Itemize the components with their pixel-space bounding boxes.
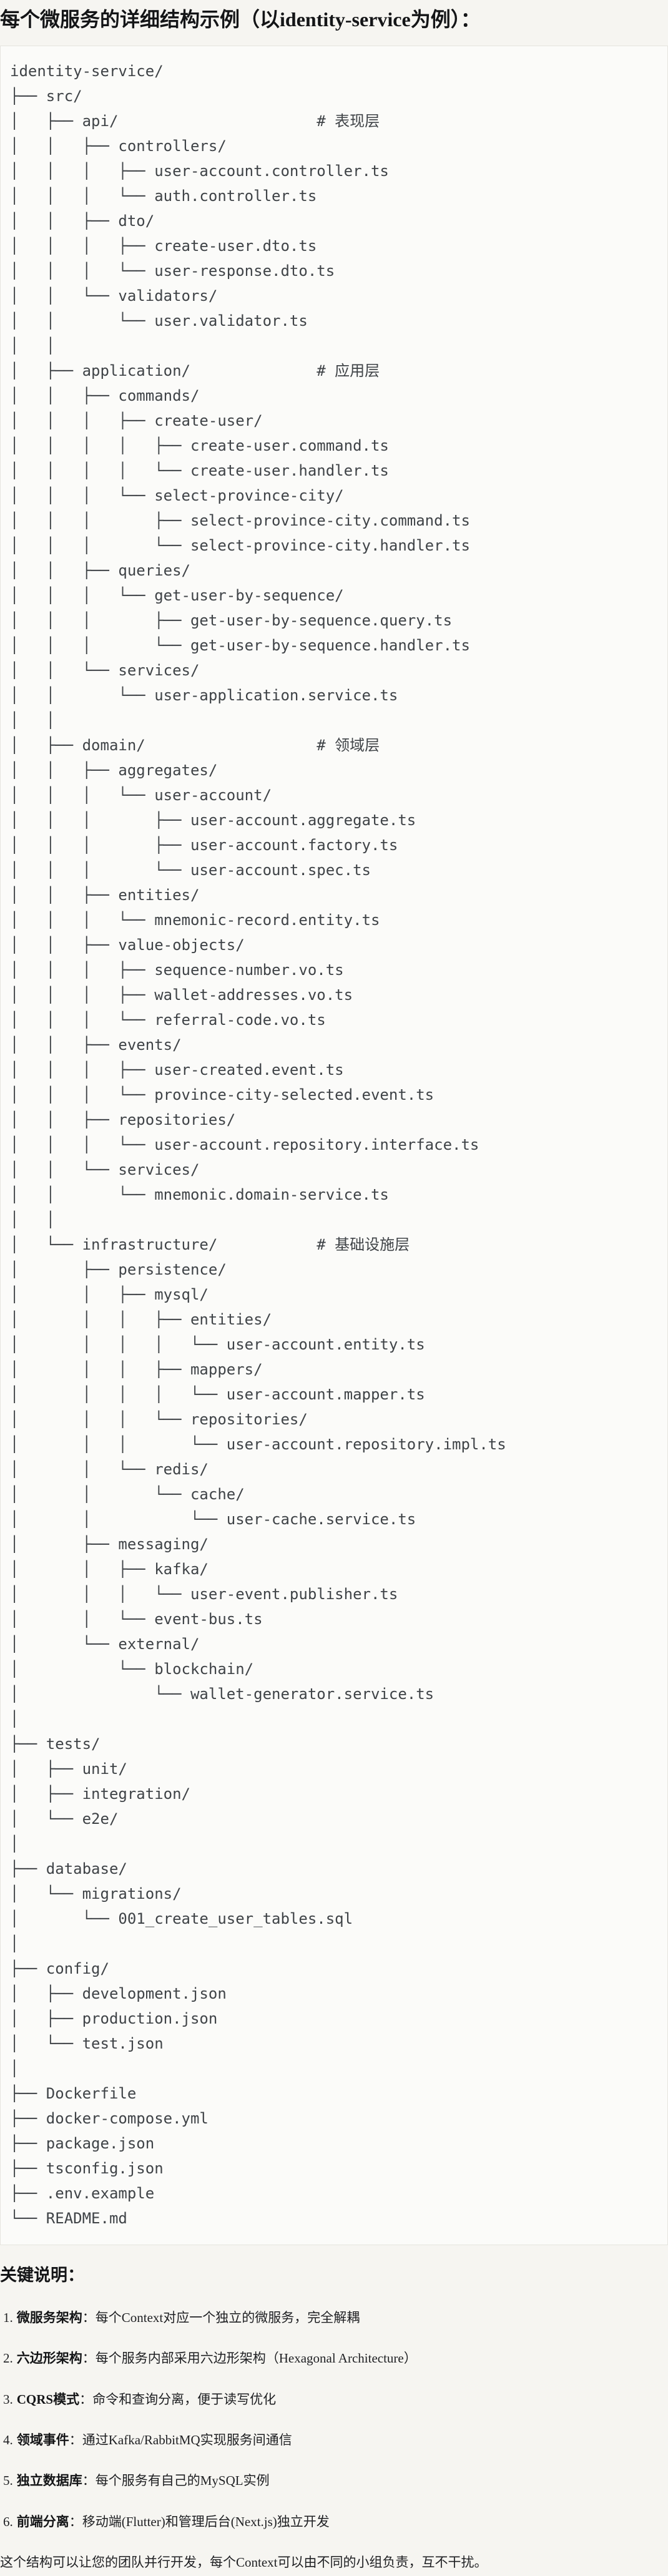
note-number: 4. <box>3 2432 13 2448</box>
note-number: 6. <box>3 2514 13 2529</box>
note-desc: ：通过Kafka/RabbitMQ实现服务间通信 <box>69 2432 292 2448</box>
note-desc: ：每个服务有自己的MySQL实例 <box>82 2473 270 2489</box>
note-label: CQRS模式 <box>16 2391 80 2407</box>
note-desc: ：命令和查询分离，便于读写优化 <box>79 2391 277 2407</box>
directory-tree: identity-service/ ├── src/ │ ├── api/ # … <box>10 62 506 2228</box>
note-label: 独立数据库 <box>16 2473 82 2489</box>
note-item-6: 6.前端分离：移动端(Flutter)和管理后台(Next.js)独立开发 <box>0 2514 668 2530</box>
page-title: 每个微服务的详细结构示例（以identity-service为例）： <box>0 8 481 31</box>
document-page: 每个微服务的详细结构示例（以identity-service为例）： ident… <box>0 6 668 2571</box>
note-item-5: 5.独立数据库：每个服务有自己的MySQL实例 <box>0 2472 668 2489</box>
note-desc: ：每个Context对应一个独立的微服务，完全解耦 <box>82 2310 360 2326</box>
note-item-2: 2.六边形架构：每个服务内部采用六边形架构（Hexagonal Architec… <box>0 2350 668 2367</box>
note-desc: ：每个服务内部采用六边形架构（Hexagonal Architecture） <box>82 2351 417 2366</box>
note-label: 六边形架构 <box>16 2351 82 2366</box>
note-item-3: 3.CQRS模式：命令和查询分离，便于读写优化 <box>0 2391 668 2408</box>
note-number: 5. <box>3 2473 13 2489</box>
note-label: 微服务架构 <box>16 2310 82 2326</box>
note-desc: ：移动端(Flutter)和管理后台(Next.js)独立开发 <box>69 2514 330 2529</box>
closing-paragraph: 这个结构可以让您的团队并行开发，每个Context可以由不同的小组负责，互不干扰… <box>0 2554 488 2570</box>
code-block: identity-service/ ├── src/ │ ├── api/ # … <box>0 46 668 2246</box>
note-item-4: 4.领域事件：通过Kafka/RabbitMQ实现服务间通信 <box>0 2432 668 2449</box>
notes-section: 关键说明： 1.微服务架构：每个Context对应一个独立的微服务，完全解耦 2… <box>0 2261 668 2571</box>
note-number: 1. <box>3 2310 13 2326</box>
note-number: 2. <box>3 2351 13 2366</box>
note-number: 3. <box>3 2391 13 2407</box>
note-label: 前端分离 <box>16 2514 69 2529</box>
note-label: 领域事件 <box>16 2432 69 2448</box>
note-item-1: 1.微服务架构：每个Context对应一个独立的微服务，完全解耦 <box>0 2309 668 2326</box>
notes-heading: 关键说明： <box>0 2266 84 2285</box>
